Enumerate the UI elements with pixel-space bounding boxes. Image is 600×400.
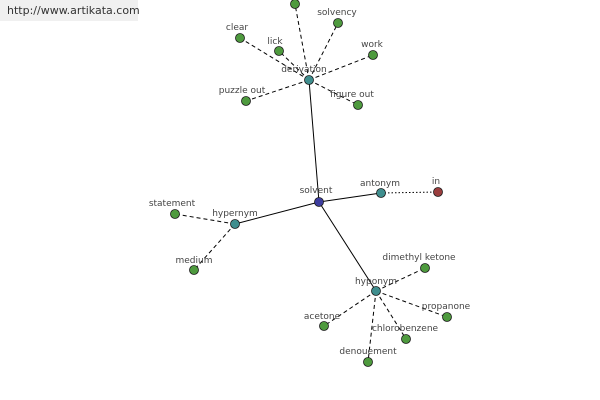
edge-derivation-work <box>308 54 374 81</box>
node-label-denouement: denouement <box>339 347 397 357</box>
nodes-layer <box>170 0 452 367</box>
node-label-medium: medium <box>176 256 213 266</box>
node-label-dimethyl-ketone: dimethyl ketone <box>382 253 456 263</box>
edge-hyponym-dimethyl_ketone <box>375 267 426 292</box>
node-label-figure-out: figure out <box>330 90 374 100</box>
node-top[interactable] <box>290 0 300 9</box>
edge-hyponym-chlorobenzene <box>375 290 407 340</box>
node-clear[interactable] <box>235 33 245 43</box>
node-puzzle-out[interactable] <box>241 96 251 106</box>
node-hypernym[interactable] <box>230 219 240 229</box>
edge-hyponym-acetone <box>323 290 377 327</box>
node-label-hyponym: hyponym <box>355 277 397 287</box>
node-solvent[interactable] <box>314 197 324 207</box>
node-label-clear: clear <box>226 23 249 33</box>
edges-layer <box>174 3 448 363</box>
edge-hypernym-medium <box>193 223 236 271</box>
edge-hyponym-denouement <box>367 290 377 363</box>
node-label-lick: lick <box>267 37 283 47</box>
edge-solvent-hypernym <box>234 201 320 225</box>
node-solvency[interactable] <box>333 18 343 28</box>
node-label-derivation: derivation <box>281 65 327 75</box>
edge-derivation-top <box>294 3 310 81</box>
node-in[interactable] <box>433 187 443 197</box>
edge-hyponym-propanone <box>375 290 448 318</box>
edge-solvent-hyponym <box>318 201 377 292</box>
node-dimethyl-ketone[interactable] <box>420 263 430 273</box>
edge-derivation-solvency <box>308 22 339 81</box>
node-label-chlorobenzene: chlorobenzene <box>372 324 439 334</box>
node-label-propanone: propanone <box>422 302 471 312</box>
node-medium[interactable] <box>189 265 199 275</box>
node-hyponym[interactable] <box>371 286 381 296</box>
node-acetone[interactable] <box>319 321 329 331</box>
node-figure-out[interactable] <box>353 100 363 110</box>
node-statement[interactable] <box>170 209 180 219</box>
edge-solvent-derivation <box>308 79 320 203</box>
node-label-in: in <box>432 177 440 187</box>
watermark-url: http://www.artikata.com <box>0 0 140 21</box>
node-chlorobenzene[interactable] <box>401 334 411 344</box>
node-label-hypernym: hypernym <box>212 209 258 219</box>
node-lick[interactable] <box>274 46 284 56</box>
node-work[interactable] <box>368 50 378 60</box>
node-derivation[interactable] <box>304 75 314 85</box>
node-label-statement: statement <box>149 199 196 209</box>
node-label-solvent: solvent <box>300 186 333 196</box>
node-propanone[interactable] <box>442 312 452 322</box>
node-label-solvency: solvency <box>317 8 357 18</box>
node-antonym[interactable] <box>376 188 386 198</box>
edge-hypernym-statement <box>174 213 236 225</box>
node-label-puzzle-out: puzzle out <box>219 86 266 96</box>
edge-derivation-figure_out <box>308 79 359 106</box>
edge-antonym-in <box>380 191 439 194</box>
node-denouement[interactable] <box>363 357 373 367</box>
edge-solvent-antonym <box>318 192 382 203</box>
node-label-work: work <box>361 40 384 50</box>
labels-layer: solvent derivation antonym hypernym hyponym i… <box>149 8 471 357</box>
node-label-acetone: acetone <box>304 312 341 322</box>
node-label-antonym: antonym <box>360 179 400 189</box>
